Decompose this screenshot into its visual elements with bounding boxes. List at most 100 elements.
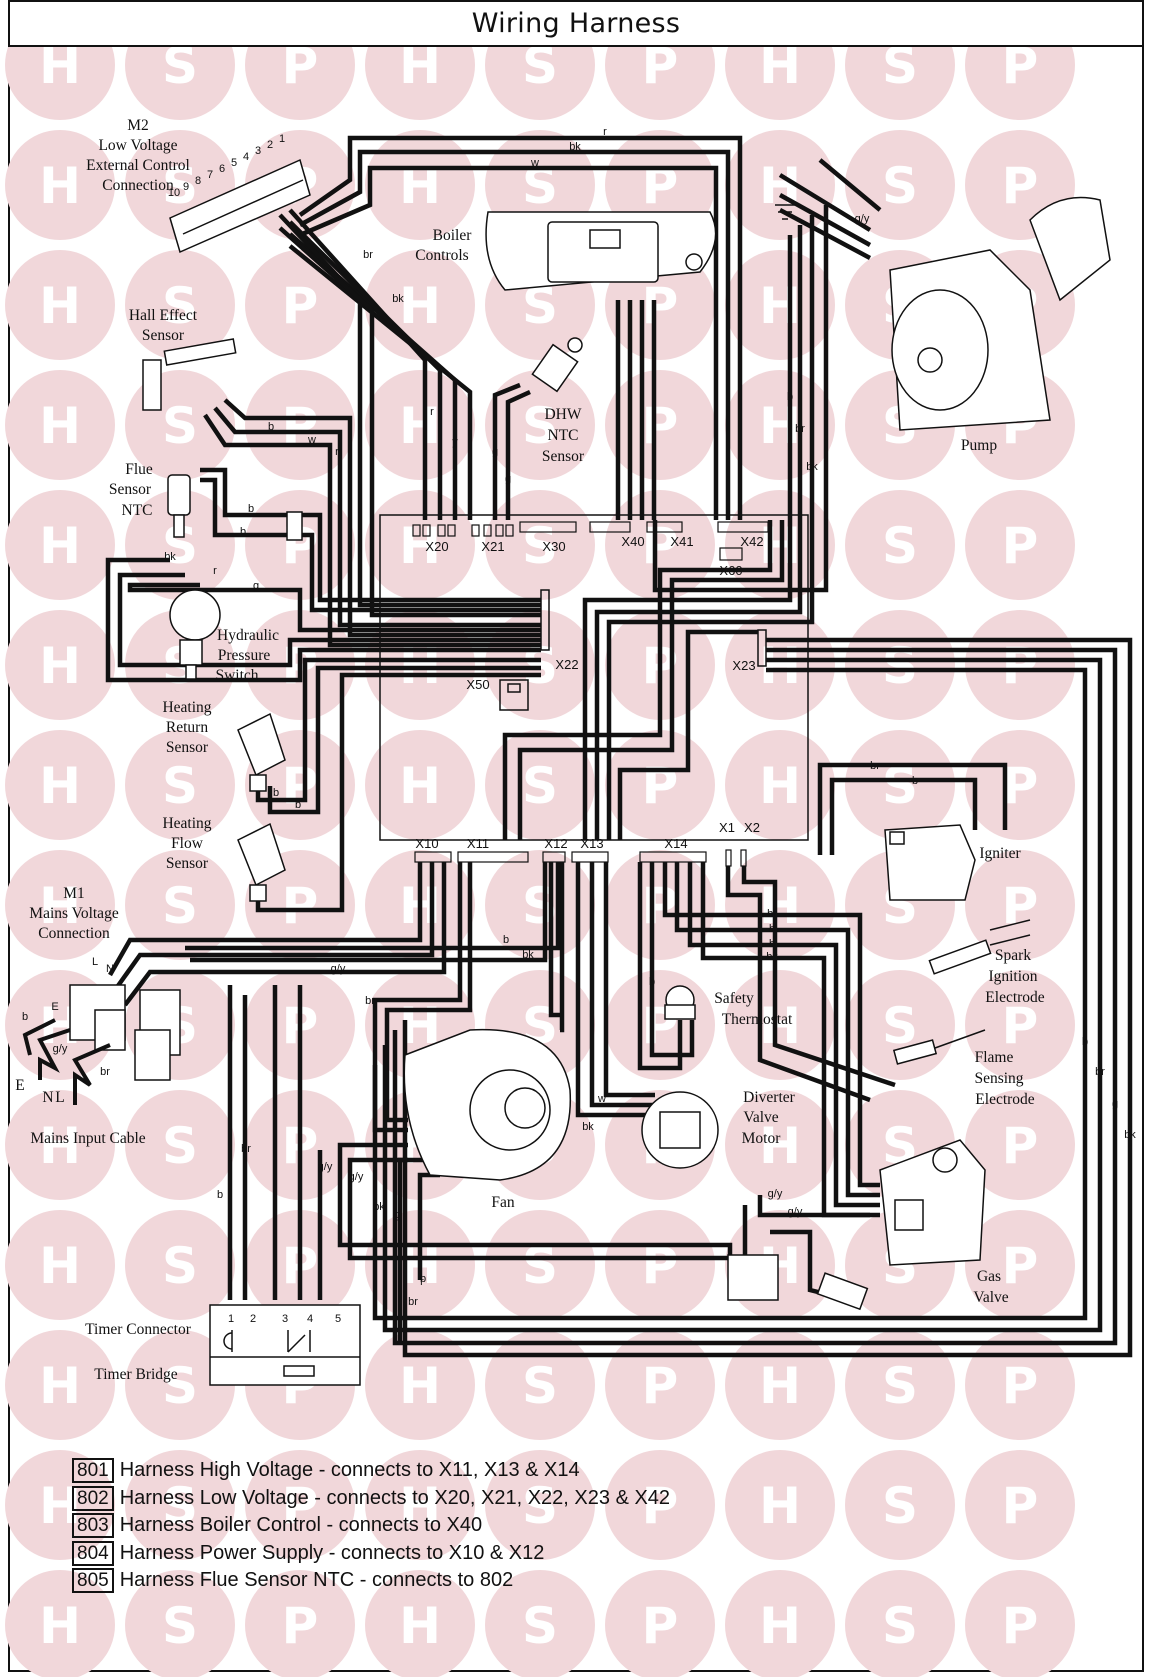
mains-in-terminal: L bbox=[55, 1089, 64, 1106]
m2-terminal-number: 5 bbox=[231, 157, 237, 169]
boiler-controls-label: Boiler bbox=[433, 227, 473, 244]
legend-row-803: 803 Harness Boiler Control - connects to… bbox=[72, 1512, 670, 1540]
dhw-ntc-label: Sensor bbox=[542, 448, 585, 465]
x42-label: X42 bbox=[740, 534, 763, 549]
watermark-letter: H bbox=[759, 877, 801, 935]
m1-label: M1 bbox=[63, 885, 85, 902]
hydraulic-label: Pressure bbox=[218, 647, 271, 664]
heating-return-label: Heating bbox=[162, 699, 211, 716]
m2-label: Low Voltage bbox=[98, 137, 177, 154]
gas-valve-label: Valve bbox=[973, 1289, 1008, 1306]
pcb-bottom-connectors bbox=[414, 849, 747, 867]
x10-label: X10 bbox=[415, 836, 438, 851]
watermark-circle bbox=[125, 490, 235, 600]
watermark-circle bbox=[965, 1450, 1075, 1560]
watermark-circle bbox=[485, 730, 595, 840]
watermark-letter: P bbox=[1002, 997, 1039, 1055]
watermark-circle bbox=[845, 610, 955, 720]
watermark-circle bbox=[965, 1330, 1075, 1440]
watermark-circle bbox=[245, 850, 355, 960]
x12-label: X12 bbox=[544, 836, 567, 851]
diverter-label: Motor bbox=[742, 1130, 782, 1147]
spark-label: Electrode bbox=[985, 989, 1045, 1006]
watermark-letter: P bbox=[1002, 1117, 1039, 1175]
watermark-circle bbox=[725, 850, 835, 960]
watermark-circle bbox=[605, 850, 715, 960]
watermark-circle bbox=[725, 1330, 835, 1440]
wire-label: r bbox=[824, 516, 828, 528]
watermark-letter: P bbox=[282, 277, 319, 335]
hydraulic-label: Switch bbox=[215, 667, 258, 684]
diagram-title: Wiring Harness bbox=[471, 8, 681, 39]
timer-terminal-number: 2 bbox=[250, 1313, 256, 1325]
wire-label: b bbox=[248, 503, 254, 515]
safety-label: Safety bbox=[714, 990, 754, 1007]
wire-label: g/y bbox=[855, 213, 870, 225]
wire-label: y bbox=[452, 436, 458, 448]
flame-sensing-electrode bbox=[892, 1029, 986, 1065]
dhw-ntc-sensor bbox=[531, 337, 583, 393]
hall-effect-label: Hall Effect bbox=[129, 307, 198, 324]
legend-text: Harness Low Voltage - connects to X20, X… bbox=[119, 1486, 671, 1509]
m2-terminal-block bbox=[169, 158, 311, 254]
x30-label: X30 bbox=[542, 539, 565, 554]
timer-terminal-number: 3 bbox=[282, 1313, 288, 1325]
legend-code: 801 bbox=[72, 1458, 114, 1484]
watermark-circle bbox=[605, 490, 715, 600]
wire-label: b bbox=[268, 421, 274, 433]
hall-effect-sensor bbox=[142, 338, 237, 411]
igniter-label: Igniter bbox=[979, 845, 1021, 862]
watermark-letter: H bbox=[759, 1357, 801, 1415]
m1-label: Connection bbox=[38, 925, 110, 942]
watermark-circle bbox=[605, 1330, 715, 1440]
watermark-letter: P bbox=[642, 757, 679, 815]
watermark-circle bbox=[845, 1450, 955, 1560]
watermark-circle bbox=[365, 1450, 475, 1560]
wire-label: br bbox=[767, 908, 777, 920]
dhw-ntc-label: NTC bbox=[548, 427, 579, 444]
watermark-letter: H bbox=[399, 1477, 441, 1535]
watermark-letter: P bbox=[1002, 757, 1039, 815]
legend-row-801: 801 Harness High Voltage - connects to X… bbox=[72, 1457, 670, 1485]
m1-terminal-label: N bbox=[106, 963, 114, 975]
wire-label: bk bbox=[806, 461, 818, 473]
title-bar: Wiring Harness bbox=[8, 0, 1144, 47]
watermark-letter: H bbox=[39, 877, 81, 935]
watermark-circle bbox=[5, 250, 115, 360]
flue-sensor-ntc bbox=[167, 474, 303, 541]
watermark-letter: P bbox=[642, 397, 679, 455]
watermark-circle bbox=[845, 490, 955, 600]
pump-body bbox=[775, 196, 1111, 431]
legend-code: 802 bbox=[72, 1485, 114, 1511]
watermark-letter: S bbox=[162, 1357, 198, 1415]
boiler-controls-panel bbox=[485, 211, 717, 291]
watermark-circle bbox=[845, 1570, 955, 1677]
watermark-circle bbox=[365, 130, 475, 240]
x14-label: X14 bbox=[664, 836, 687, 851]
watermark-circle bbox=[5, 1330, 115, 1440]
watermark-circle bbox=[965, 1210, 1075, 1320]
watermark-circle bbox=[5, 1450, 115, 1560]
watermark-circle bbox=[125, 1090, 235, 1200]
x20-label: X20 bbox=[425, 539, 448, 554]
watermark-circle bbox=[965, 850, 1075, 960]
safety-label: Thermostat bbox=[722, 1011, 793, 1028]
watermark-letter: S bbox=[522, 397, 558, 455]
heating-flow-label: Flow bbox=[171, 835, 204, 852]
watermark-circle bbox=[725, 1570, 835, 1677]
watermark-circle bbox=[725, 1450, 835, 1560]
watermark-letter: P bbox=[1002, 1597, 1039, 1655]
wire-label: g/y bbox=[318, 1161, 333, 1173]
boiler-controls-label: Controls bbox=[415, 247, 468, 264]
m2-terminal-number: 10 bbox=[168, 187, 180, 199]
flame-label: Sensing bbox=[974, 1070, 1023, 1087]
wire-label: g bbox=[492, 446, 498, 458]
heating-return-label: Sensor bbox=[166, 739, 209, 756]
x1-label: X1 bbox=[719, 820, 735, 835]
watermark-letter: S bbox=[162, 1597, 198, 1655]
watermark-circle bbox=[485, 850, 595, 960]
legend-code: 803 bbox=[72, 1513, 114, 1539]
watermark-circle bbox=[365, 1330, 475, 1440]
terminal-numbers: 1 2 3 4 5 6 7 8 9 10 L N E L N E 1 2 3 4… bbox=[15, 133, 341, 1325]
legend-code: 805 bbox=[72, 1568, 114, 1594]
